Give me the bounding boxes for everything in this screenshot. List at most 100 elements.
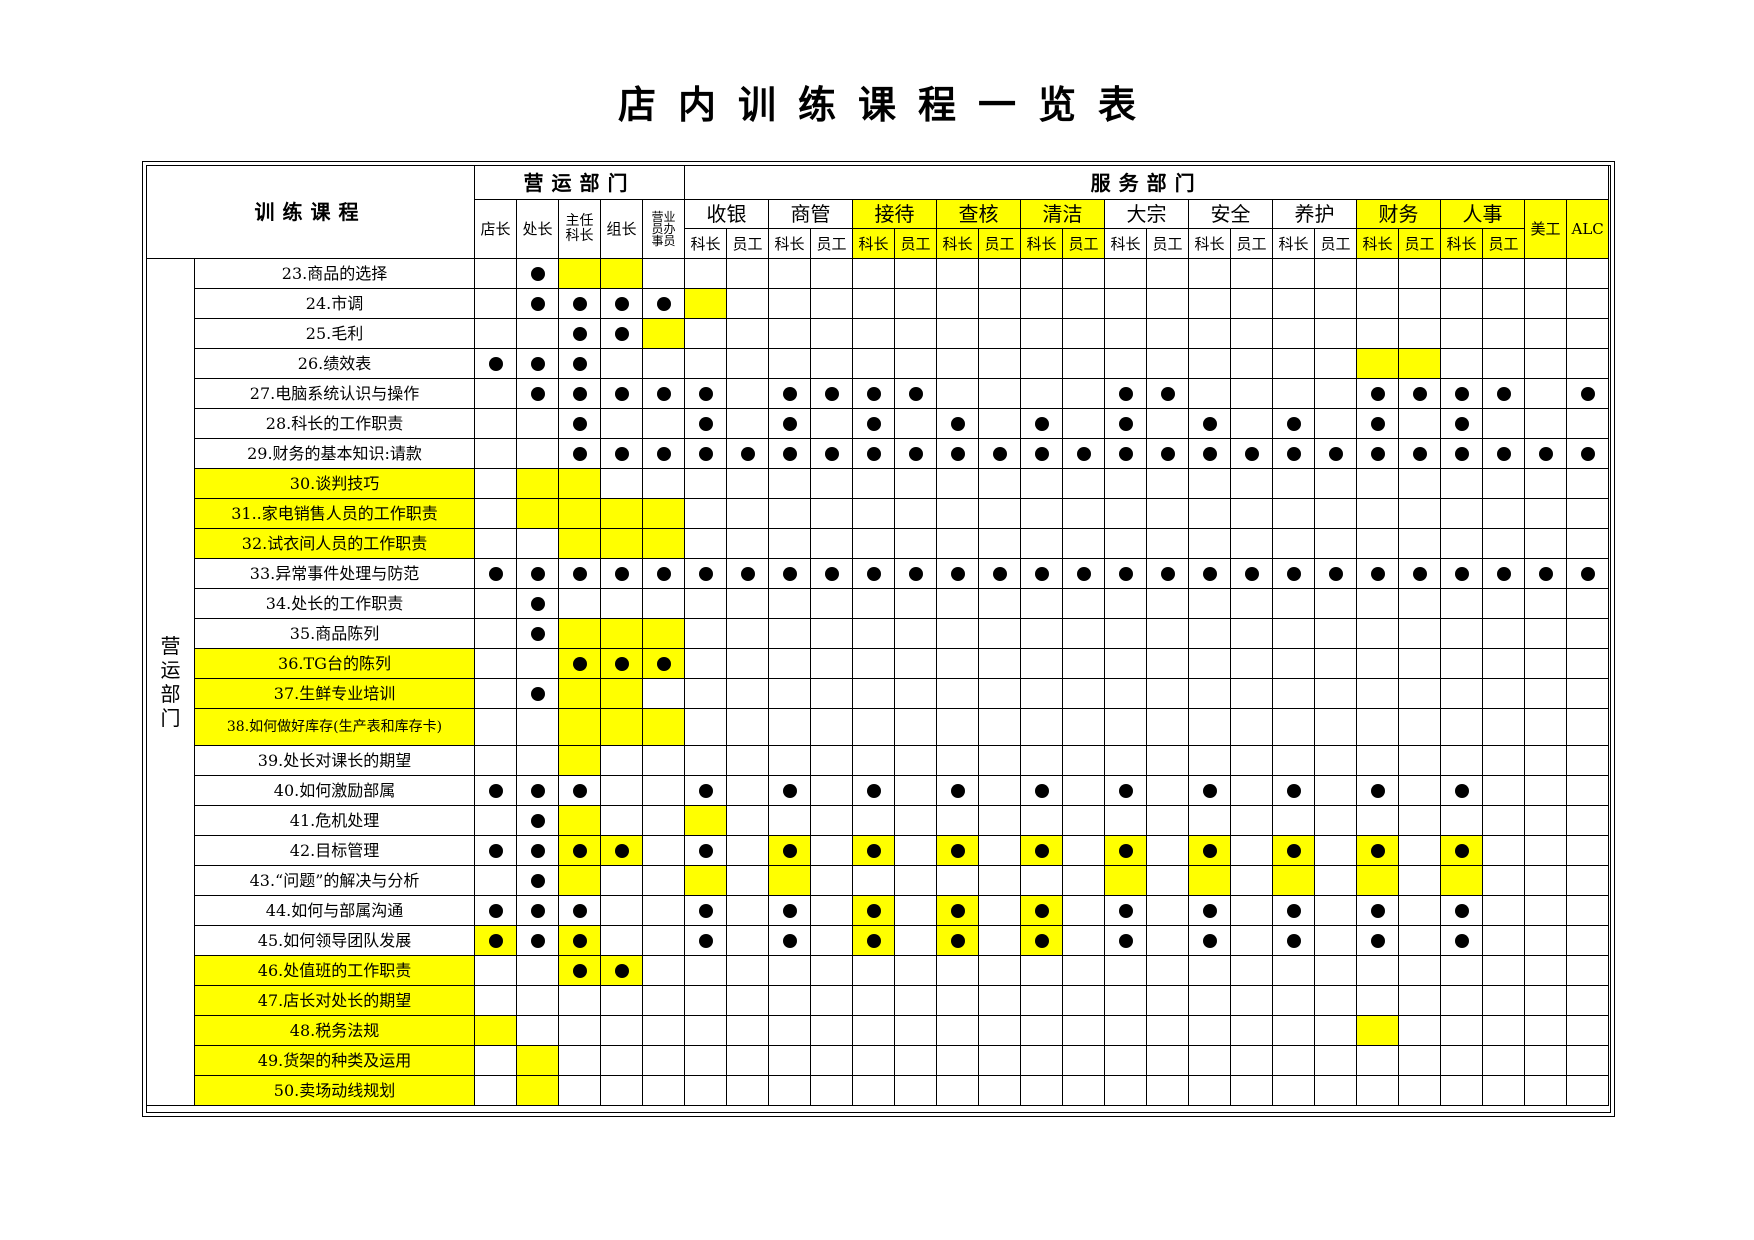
matrix-cell bbox=[1440, 745, 1484, 776]
matrix-cell bbox=[1146, 835, 1190, 866]
matrix-cell bbox=[978, 925, 1022, 956]
matrix-cell bbox=[1062, 925, 1106, 956]
required-dot-icon bbox=[614, 567, 629, 581]
matrix-cell bbox=[474, 985, 517, 1016]
matrix-cell bbox=[684, 558, 728, 589]
matrix-cell bbox=[1230, 745, 1274, 776]
matrix-cell bbox=[1146, 378, 1190, 409]
required-dot-icon bbox=[782, 387, 797, 401]
matrix-cell bbox=[1314, 498, 1358, 529]
course-name: 24.市调 bbox=[305, 293, 364, 313]
required-dot-icon bbox=[572, 934, 587, 948]
matrix-cell bbox=[1020, 588, 1064, 619]
matrix-cell bbox=[1104, 498, 1148, 529]
matrix-cell bbox=[1230, 258, 1274, 289]
matrix-cell bbox=[1272, 805, 1316, 836]
matrix-cell bbox=[1104, 378, 1148, 409]
matrix-cell bbox=[1314, 805, 1358, 836]
matrix-cell bbox=[936, 865, 980, 896]
required-dot-icon bbox=[950, 447, 965, 461]
svc-role-header: 科长 bbox=[1356, 228, 1400, 259]
matrix-cell bbox=[474, 558, 517, 589]
matrix-cell bbox=[641, 835, 686, 866]
matrix-cell bbox=[1566, 955, 1610, 986]
matrix-cell bbox=[1524, 408, 1568, 439]
required-dot-icon bbox=[1118, 387, 1133, 401]
course-name: 45.如何领导团队发展 bbox=[257, 930, 412, 950]
required-dot-icon bbox=[614, 844, 629, 858]
matrix-cell bbox=[1524, 955, 1568, 986]
matrix-cell bbox=[978, 678, 1022, 709]
matrix-cell bbox=[1062, 678, 1106, 709]
required-dot-icon bbox=[992, 447, 1007, 461]
matrix-cell bbox=[558, 1075, 601, 1106]
matrix-cell bbox=[641, 1015, 686, 1046]
matrix-cell bbox=[810, 708, 854, 746]
matrix-cell bbox=[1566, 865, 1610, 896]
required-dot-icon bbox=[1370, 447, 1385, 461]
matrix-cell bbox=[684, 895, 728, 926]
course-name-cell: 36.TG台的陈列 bbox=[194, 648, 475, 679]
table-row: 26.绩效表 bbox=[147, 348, 1693, 379]
table-row: 37.生鲜专业培训 bbox=[147, 678, 1693, 709]
matrix-cell bbox=[1020, 558, 1064, 589]
matrix-cell bbox=[600, 895, 643, 926]
required-dot-icon bbox=[488, 357, 503, 371]
matrix-cell bbox=[1440, 558, 1484, 589]
matrix-cell bbox=[726, 378, 770, 409]
matrix-cell bbox=[726, 1075, 770, 1106]
matrix-cell bbox=[852, 558, 896, 589]
matrix-cell bbox=[1314, 1045, 1358, 1076]
matrix-cell bbox=[684, 1075, 728, 1106]
required-dot-icon bbox=[656, 387, 671, 401]
ops-role-header-1: 处长 bbox=[516, 199, 559, 259]
matrix-cell bbox=[1104, 438, 1148, 469]
course-name: 26.绩效表 bbox=[297, 353, 372, 373]
required-dot-icon bbox=[908, 387, 923, 401]
matrix-cell bbox=[1482, 288, 1526, 319]
matrix-cell bbox=[1062, 498, 1106, 529]
course-name-cell: 44.如何与部属沟通 bbox=[194, 895, 475, 926]
matrix-cell bbox=[1146, 805, 1190, 836]
matrix-cell bbox=[558, 925, 601, 956]
matrix-cell bbox=[978, 1045, 1022, 1076]
matrix-cell bbox=[558, 558, 601, 589]
matrix-cell bbox=[852, 498, 896, 529]
matrix-cell bbox=[852, 835, 896, 866]
matrix-cell bbox=[1440, 1045, 1484, 1076]
matrix-cell bbox=[1146, 895, 1190, 926]
required-dot-icon bbox=[1580, 567, 1595, 581]
matrix-cell bbox=[894, 378, 938, 409]
matrix-cell bbox=[1398, 1015, 1442, 1046]
svc-group-label: 大宗 bbox=[1126, 202, 1167, 226]
svc-role-label: 科长 bbox=[1194, 234, 1225, 253]
matrix-cell bbox=[1188, 925, 1232, 956]
required-dot-icon bbox=[866, 447, 881, 461]
svc-role-header: 员工 bbox=[1398, 228, 1442, 259]
svc-role-label: 科长 bbox=[1110, 234, 1141, 253]
course-name-cell: 43.“问题”的解决与分析 bbox=[194, 865, 475, 896]
svc-role-label: 员工 bbox=[1404, 234, 1435, 253]
matrix-cell bbox=[516, 865, 559, 896]
matrix-cell bbox=[978, 378, 1022, 409]
matrix-cell bbox=[1314, 1075, 1358, 1106]
matrix-cell bbox=[1356, 1075, 1400, 1106]
course-name-cell: 47.店长对处长的期望 bbox=[194, 985, 475, 1016]
required-dot-icon bbox=[1412, 447, 1427, 461]
matrix-cell bbox=[810, 895, 854, 926]
matrix-cell bbox=[516, 648, 559, 679]
matrix-cell bbox=[1524, 708, 1568, 746]
svc-role-label: 员工 bbox=[1488, 234, 1519, 253]
matrix-cell bbox=[1482, 318, 1526, 349]
course-name: 48.税务法规 bbox=[289, 1020, 380, 1040]
matrix-cell bbox=[1104, 408, 1148, 439]
ops-role-header-2: 主任科长 bbox=[558, 199, 601, 259]
svc-role-label: 科长 bbox=[690, 234, 721, 253]
matrix-cell bbox=[641, 618, 686, 649]
required-dot-icon bbox=[1370, 904, 1385, 918]
svc-role-header: 员工 bbox=[978, 228, 1022, 259]
required-dot-icon bbox=[1454, 934, 1469, 948]
required-dot-icon bbox=[1580, 447, 1595, 461]
matrix-cell bbox=[1020, 468, 1064, 499]
matrix-cell bbox=[1272, 865, 1316, 896]
